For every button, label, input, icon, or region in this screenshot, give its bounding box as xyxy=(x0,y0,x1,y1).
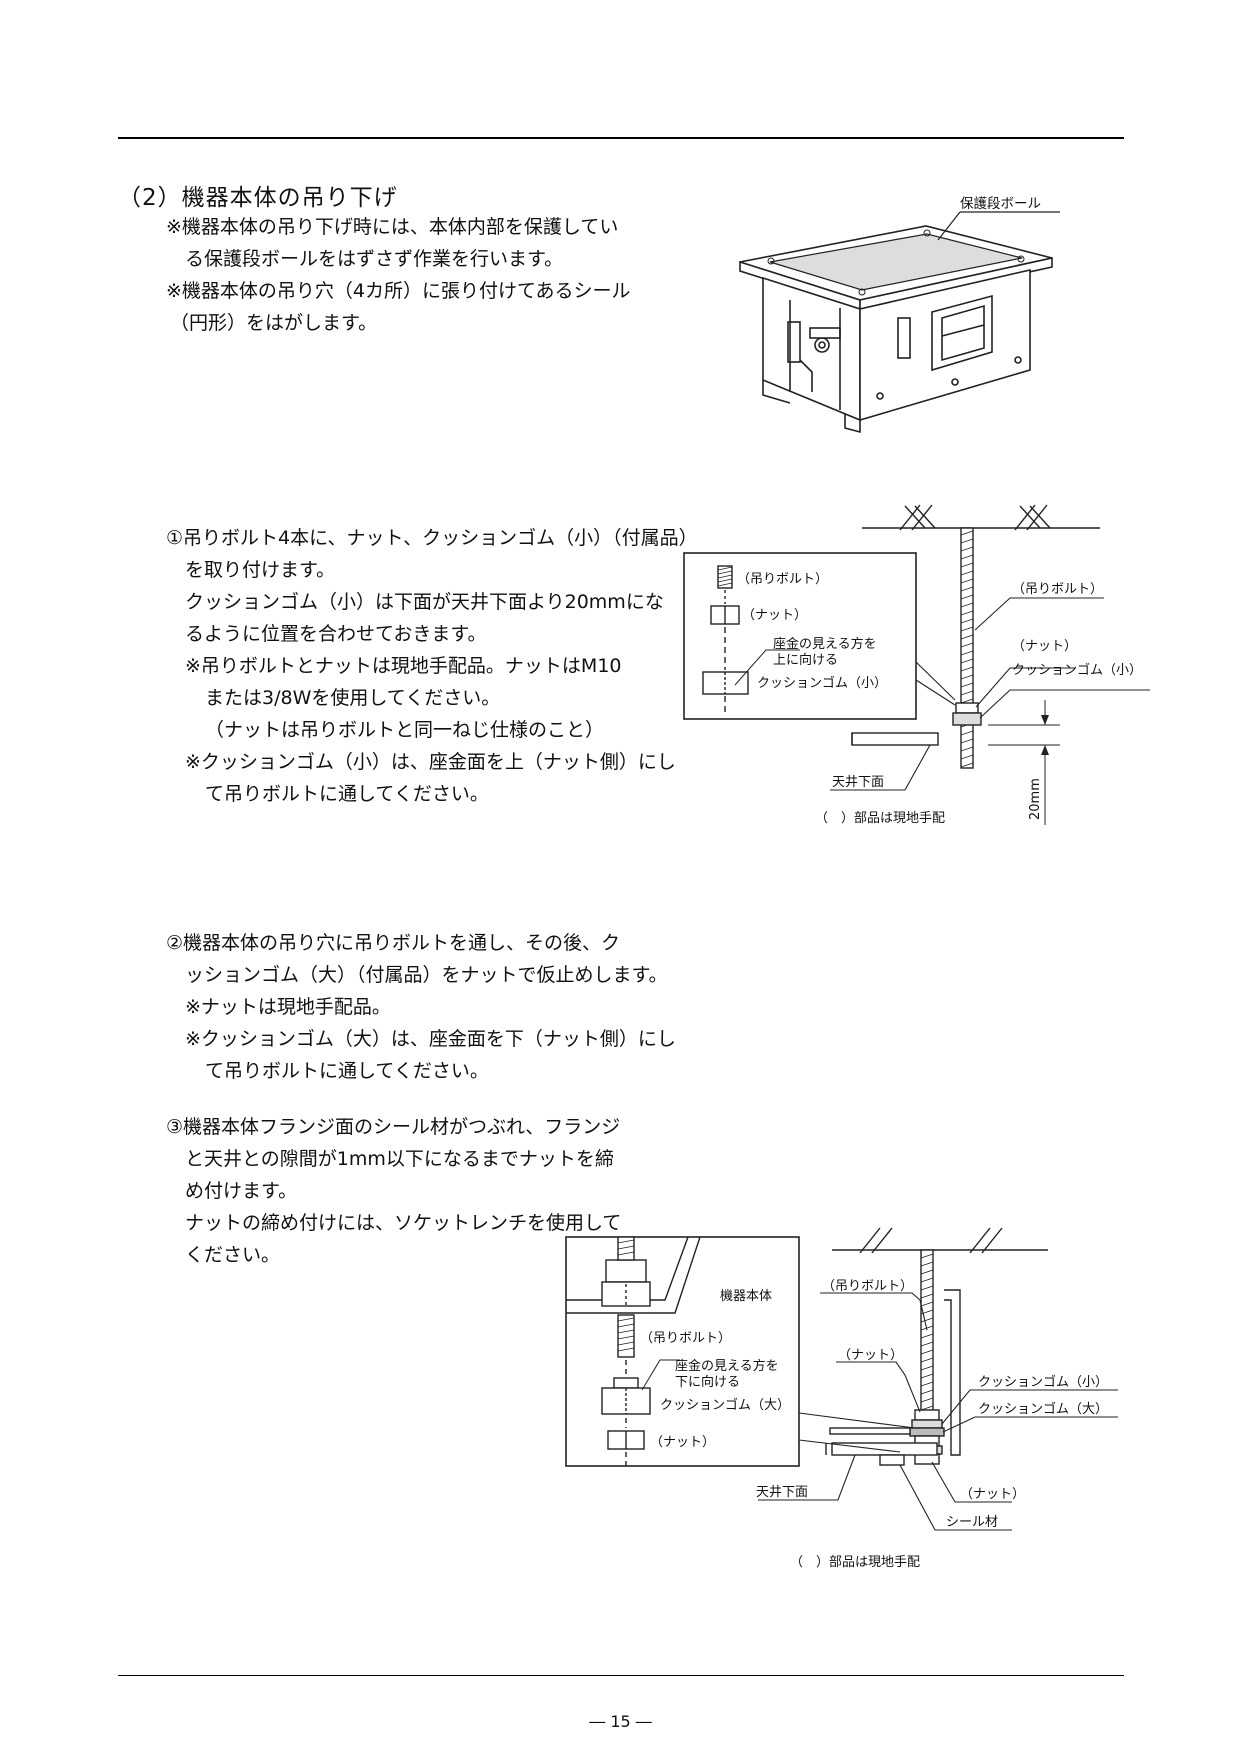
step3-line2: と天井との隙間が1mm以下になるまでナットを締 xyxy=(185,1148,614,1170)
inset2-cushion-label: クッションゴム（大） xyxy=(660,1397,790,1413)
intro-note2-line2: （円形）をはがします。 xyxy=(170,312,378,334)
nut-top-label: （ナット） xyxy=(838,1348,903,1363)
section-title: （2）機器本体の吊り下げ xyxy=(118,185,398,211)
seal-label: シール材 xyxy=(946,1515,998,1530)
inset2-washer-line2: 下に向ける xyxy=(675,1374,740,1390)
step2-line1: ②機器本体の吊り穴に吊りボルトを通し、その後、ク xyxy=(166,932,621,954)
step1-line8: ※クッションゴム（小）は、座金面を上（ナット側）にし xyxy=(185,751,676,773)
nut-label: （ナット） xyxy=(1012,639,1077,654)
inset1-washer-line2: 上に向ける xyxy=(773,652,838,668)
inset1-nut-label: （ナット） xyxy=(742,608,807,623)
step3-line3: め付けます。 xyxy=(185,1180,298,1202)
step1-line6: または3/8Wを使用してください。 xyxy=(205,687,501,709)
cushion-large-label: クッションゴム（大） xyxy=(978,1401,1108,1417)
inset1-washer-line1: 座金の見える方を xyxy=(773,636,877,652)
bottom-rule xyxy=(118,1675,1124,1676)
bolt-label-2: （吊りボルト） xyxy=(822,1279,913,1294)
top-rule xyxy=(118,137,1124,139)
step2-line2: ッションゴム（大）（付属品）をナットで仮止めします。 xyxy=(185,964,668,986)
cushion-small-label: クッションゴム（小） xyxy=(1012,662,1142,678)
bolt-label: （吊りボルト） xyxy=(1012,582,1103,597)
dimension-20mm: 20mm xyxy=(1028,778,1043,820)
step2-line3: ※ナットは現地手配品。 xyxy=(185,996,391,1018)
step1-line2: を取り付けます。 xyxy=(185,559,336,581)
step3-line5: ください。 xyxy=(185,1244,281,1266)
inset2-nut-label: （ナット） xyxy=(650,1435,715,1450)
intro-note1-line1: ※機器本体の吊り下げ時には、本体内部を保護してい xyxy=(166,216,619,238)
step2-line5: て吊りボルトに通してください。 xyxy=(205,1060,489,1082)
label-cardboard: 保護段ボール xyxy=(960,196,1041,212)
inset2-washer-line1: 座金の見える方を xyxy=(675,1358,779,1374)
step1-line1: ①吊りボルト4本に、ナット、クッションゴム（小）（付属品） xyxy=(166,527,698,549)
step1-line7: （ナットは吊りボルトと同一ねじ仕様のこと） xyxy=(205,719,605,741)
intro-note2-line1: ※機器本体の吊り穴（4カ所）に張り付けてあるシール xyxy=(166,280,631,302)
inset1-cushion-label: クッションゴム（小） xyxy=(757,675,887,691)
inset2-body-label: 機器本体 xyxy=(720,1289,772,1304)
inset2-bolt-label: （吊りボルト） xyxy=(640,1331,731,1346)
local-parts-note: （ ）部品は現地手配 xyxy=(815,811,945,826)
nut-bottom-label: （ナット） xyxy=(960,1487,1025,1502)
page-number: ― 15 ― xyxy=(589,1712,652,1731)
intro-note1-line2: る保護段ボールをはずさず作業を行います。 xyxy=(185,248,564,270)
cushion-small-label-2: クッションゴム（小） xyxy=(978,1374,1108,1390)
step1-line5: ※吊りボルトとナットは現地手配品。ナットはM10 xyxy=(185,655,622,677)
step3-line4: ナットの締め付けには、ソケットレンチを使用して xyxy=(185,1212,622,1234)
ceiling-label-2: 天井下面 xyxy=(756,1485,808,1500)
step2-line4: ※クッションゴム（大）は、座金面を下（ナット側）にし xyxy=(185,1028,676,1050)
step1-line3: クッションゴム（小）は下面が天井下面より20mmにな xyxy=(185,591,664,613)
local-parts-note-2: （ ）部品は現地手配 xyxy=(790,1555,920,1570)
inset1-bolt-label: （吊りボルト） xyxy=(737,572,828,587)
ceiling-label: 天井下面 xyxy=(832,775,884,790)
step1-line9: て吊りボルトに通してください。 xyxy=(205,783,489,805)
step1-line4: るように位置を合わせておきます。 xyxy=(185,623,487,645)
step3-line1: ③機器本体フランジ面のシール材がつぶれ、フランジ xyxy=(166,1116,621,1138)
